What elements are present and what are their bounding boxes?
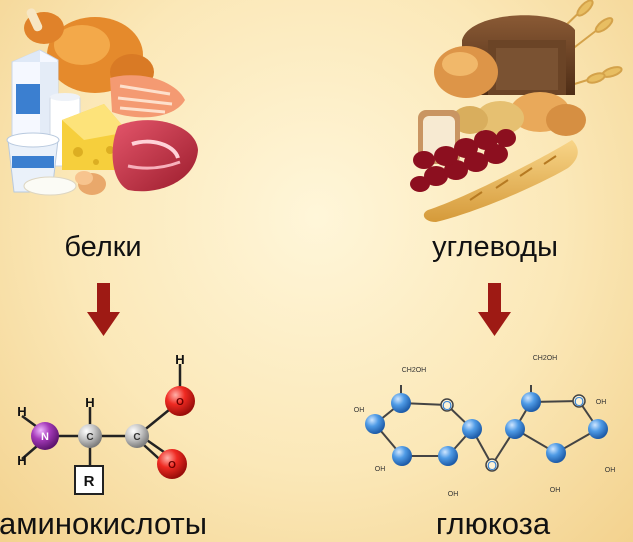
carbon-atom xyxy=(365,414,385,434)
milk-carton xyxy=(11,49,59,141)
oxygen-letter: O xyxy=(574,394,584,409)
oxygen-atom xyxy=(165,386,195,416)
nitrogen-atom xyxy=(31,422,59,450)
carbon-atom xyxy=(588,419,608,439)
hydrogen-atom: H xyxy=(17,453,26,468)
baguette xyxy=(423,140,578,222)
bridge-oxygen xyxy=(485,458,499,472)
carbon-label: C xyxy=(133,432,140,443)
oh-label: OH xyxy=(448,491,459,498)
oxygen-label: O xyxy=(176,397,184,408)
oxygen-letter: O xyxy=(442,398,452,413)
cream-bowl xyxy=(23,176,77,196)
eggs xyxy=(75,171,106,195)
label-amino-acids: аминокислоты xyxy=(0,506,208,541)
oh-label: OH xyxy=(354,407,365,414)
carbon-atom xyxy=(546,443,566,463)
carbon-atom xyxy=(78,424,102,448)
oxygen-letter: O xyxy=(487,458,497,473)
fish-fillet xyxy=(110,75,185,118)
roast-chicken xyxy=(24,8,154,93)
nitrogen-label: N xyxy=(41,431,49,443)
oxygen-label: O xyxy=(168,460,176,471)
bread-rolls xyxy=(434,46,586,136)
oh-label: OH xyxy=(596,399,607,406)
oh-label: OH xyxy=(550,487,561,494)
ring-oxygen xyxy=(572,394,586,408)
ring-oxygen xyxy=(440,398,454,412)
carbon-label: C xyxy=(86,432,93,443)
cheese-wedge xyxy=(62,104,128,170)
glucose-molecule: CH2OH CH2OH OH OH OH OH OH OH O O O xyxy=(354,355,616,498)
ch2oh-label: CH2OH xyxy=(402,367,427,374)
carbon-atom xyxy=(438,446,458,466)
ch2oh-label: CH2OH xyxy=(533,355,558,362)
label-glucose: глюкоза xyxy=(435,506,551,541)
down-arrow-icon xyxy=(478,283,511,336)
oxygen-atom xyxy=(157,449,187,479)
carbohydrate-foods-illustration xyxy=(410,0,623,222)
label-proteins: белки xyxy=(64,231,142,263)
label-carbohydrates: углеводы xyxy=(432,231,558,263)
carbon-atom xyxy=(125,424,149,448)
carbon-atom xyxy=(392,446,412,466)
carbon-atom xyxy=(391,393,411,413)
protein-foods-illustration xyxy=(6,8,198,196)
down-arrow-icon xyxy=(87,283,120,336)
carbon-atom xyxy=(521,392,541,412)
hydrogen-atom: H xyxy=(17,404,26,419)
red-grapes xyxy=(410,129,516,192)
hydrogen-atom: H xyxy=(85,395,94,410)
radical-group-label: R xyxy=(84,473,95,490)
radical-group-box xyxy=(74,465,104,495)
carbon-atom xyxy=(462,419,482,439)
carbon-atom xyxy=(505,419,525,439)
amino-acid-molecule: H H N H C C H O O R xyxy=(17,352,195,495)
oh-label: OH xyxy=(605,467,616,474)
meat-steak xyxy=(112,120,198,192)
potatoes xyxy=(452,101,524,135)
oh-label: OH xyxy=(375,466,386,473)
hydrogen-atom: H xyxy=(175,352,184,367)
